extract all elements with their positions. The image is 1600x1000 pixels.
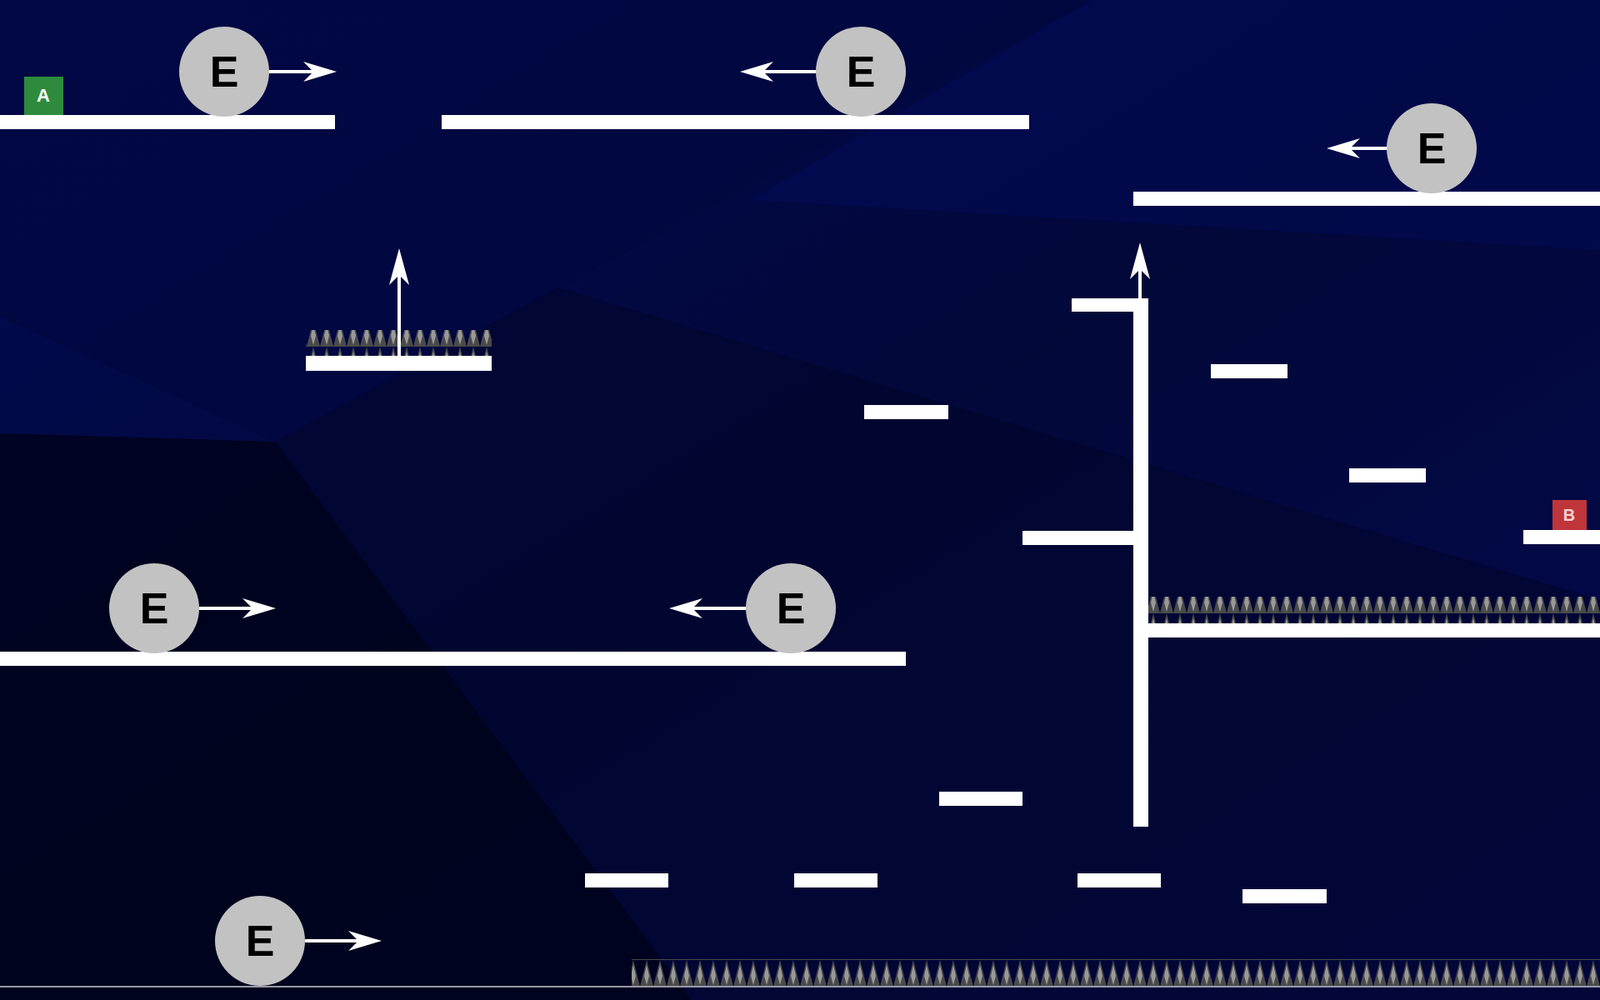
enemy-circle: E (745, 563, 836, 654)
enemy-label: E (846, 46, 876, 97)
platform (1349, 468, 1426, 483)
platform (1148, 623, 1600, 638)
jump-arrow (389, 248, 410, 356)
background-facet (0, 433, 692, 1000)
platform (1523, 530, 1600, 545)
wall (1133, 298, 1149, 827)
shape-fill (1552, 500, 1587, 530)
marker-label: B (1563, 505, 1575, 525)
enemy-circle: E (179, 26, 270, 117)
move-arrow (269, 61, 337, 82)
platform (1210, 364, 1288, 379)
platform (794, 873, 878, 888)
platform (1242, 889, 1327, 904)
marker-label: A (36, 85, 50, 107)
jump-arrow (1130, 242, 1150, 299)
enemy-label: E (776, 583, 806, 634)
platform (0, 115, 335, 130)
platform (1071, 298, 1139, 312)
move-arrow (1326, 138, 1388, 159)
shape-fill (24, 76, 64, 115)
platform (305, 355, 492, 371)
platform (0, 651, 906, 666)
move-arrow (199, 598, 276, 619)
start-marker: A (24, 76, 64, 115)
move-arrow (740, 61, 817, 82)
spikes (631, 959, 1600, 986)
enemy-label: E (210, 46, 240, 97)
shape-fill (109, 563, 200, 654)
enemy-circle: E (215, 895, 305, 986)
shape-fill (815, 26, 906, 117)
platform (1022, 530, 1135, 545)
platform (441, 115, 1030, 130)
platforms (0, 115, 1600, 904)
shape-fill (1386, 103, 1477, 194)
enemy-label: E (140, 583, 170, 634)
platform (1077, 873, 1161, 888)
move-arrow (669, 598, 746, 619)
goal-marker: B (1552, 500, 1587, 530)
enemy-label: E (245, 915, 275, 966)
platform (585, 873, 669, 888)
direction-arrows (199, 61, 1388, 951)
shape-fill (179, 26, 270, 117)
spikes (1148, 596, 1600, 624)
move-arrow (305, 930, 382, 951)
enemy-label: E (1417, 123, 1447, 174)
platform (1133, 191, 1600, 206)
shape-fill (745, 563, 836, 654)
shape-fill (215, 895, 305, 986)
enemy-circle: E (1386, 103, 1477, 194)
enemy-circle: E (109, 563, 200, 654)
platform (864, 405, 949, 420)
floor-line (0, 985, 1600, 988)
enemy-circle: E (815, 26, 906, 117)
platform (939, 791, 1023, 806)
